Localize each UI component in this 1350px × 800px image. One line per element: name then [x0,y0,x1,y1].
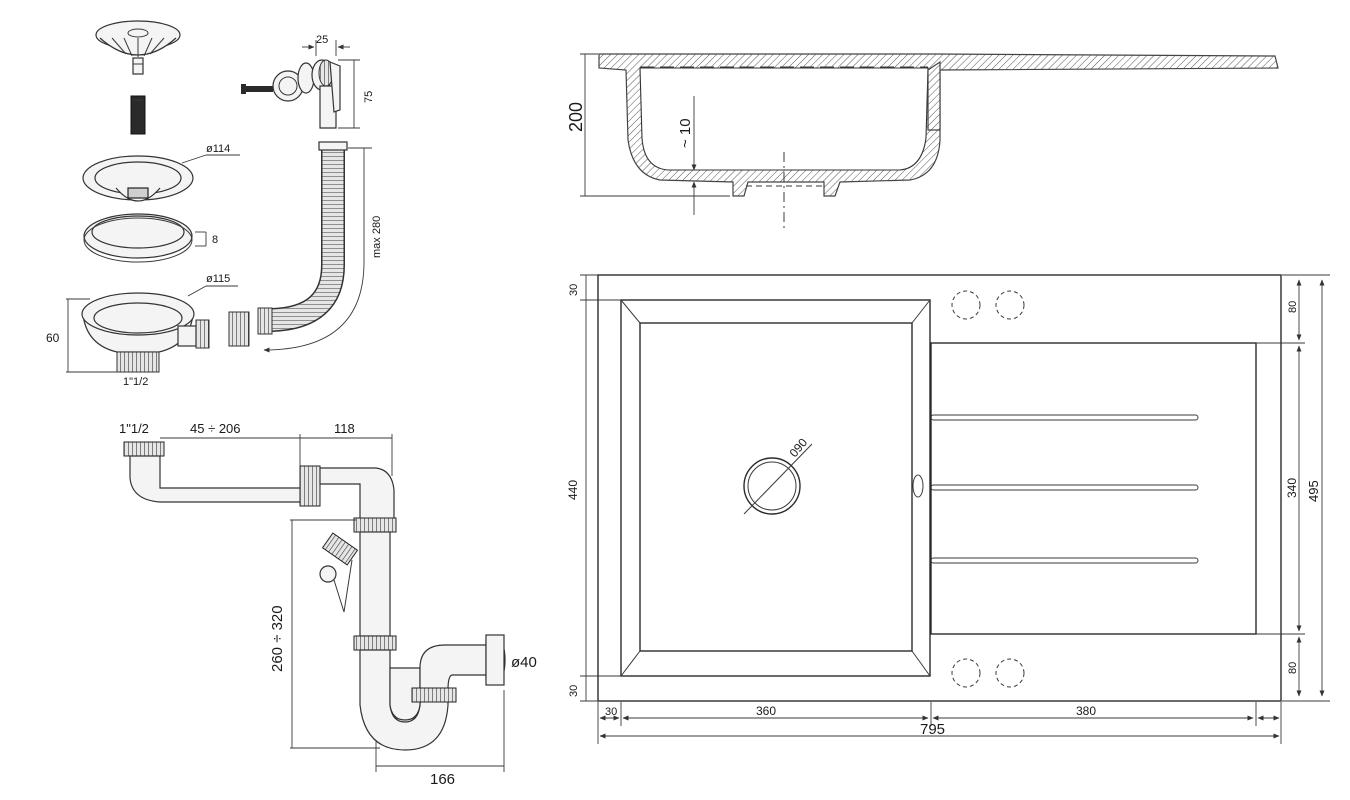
drain-diameter-label: 090 [787,435,811,460]
drain-body-icon [81,292,210,373]
section-depth-label: 200 [566,102,586,132]
flange-ring-icon [82,155,194,202]
sink-plan-view: 090 30 440 30 80 340 80 [566,274,1330,744]
body-diameter-label: ø115 [206,273,230,285]
overflow-assembly: 25 75 max 280 [228,34,383,353]
tap-hole-icon [951,290,1025,688]
plan-left-bottom-label: 30 [568,685,580,697]
trap-offset-label: 118 [334,421,355,436]
flange-diameter-label: ø114 [206,143,230,155]
trap-assembly: 1"1/2 45 ÷ 206 118 ø40 260 ÷ 320 [119,421,537,788]
hose-nut-icon [228,311,250,347]
trap-span-label: 45 ÷ 206 [190,421,241,436]
strainer-assembly: ø114 8 ø115 60 1"1/2 [46,20,240,388]
hose-length-label: max 280 [371,216,383,258]
overflow-width-label: 25 [316,34,328,46]
trap-height-label: 260 ÷ 320 [269,605,286,672]
overflow-screw-icon [243,86,273,92]
plan-left-height-label: 440 [566,480,580,500]
body-thread-label: 1"1/2 [123,376,148,388]
plan-bottom-left-label: 30 [605,706,617,718]
strainer-basket-icon [95,20,181,75]
plan-bowl-width-label: 360 [756,704,776,718]
strainer-bolt-icon [130,95,146,135]
plan-total-width-label: 795 [920,721,945,738]
plan-right-bottom-label: 80 [1287,662,1299,674]
section-thickness-label: ~ 10 [677,118,694,148]
plan-right-top-label: 80 [1287,301,1299,313]
plan-left-top-label: 30 [568,284,580,296]
plan-right-mid-label: 340 [1285,478,1299,498]
plan-drainer-width-label: 380 [1076,704,1096,718]
gasket-thickness-label: 8 [212,234,218,246]
body-height-label: 60 [46,331,60,345]
trap-thread-label: 1"1/2 [119,421,149,436]
overflow-cover-icon [272,59,341,129]
trap-outlet-label: ø40 [511,654,537,671]
overflow-height-label: 75 [363,91,375,103]
gasket-icon [83,213,193,263]
trap-depth-label: 166 [430,771,455,788]
sink-section-view: 200 ~ 10 [566,53,1279,228]
plan-total-height-label: 495 [1306,480,1321,502]
